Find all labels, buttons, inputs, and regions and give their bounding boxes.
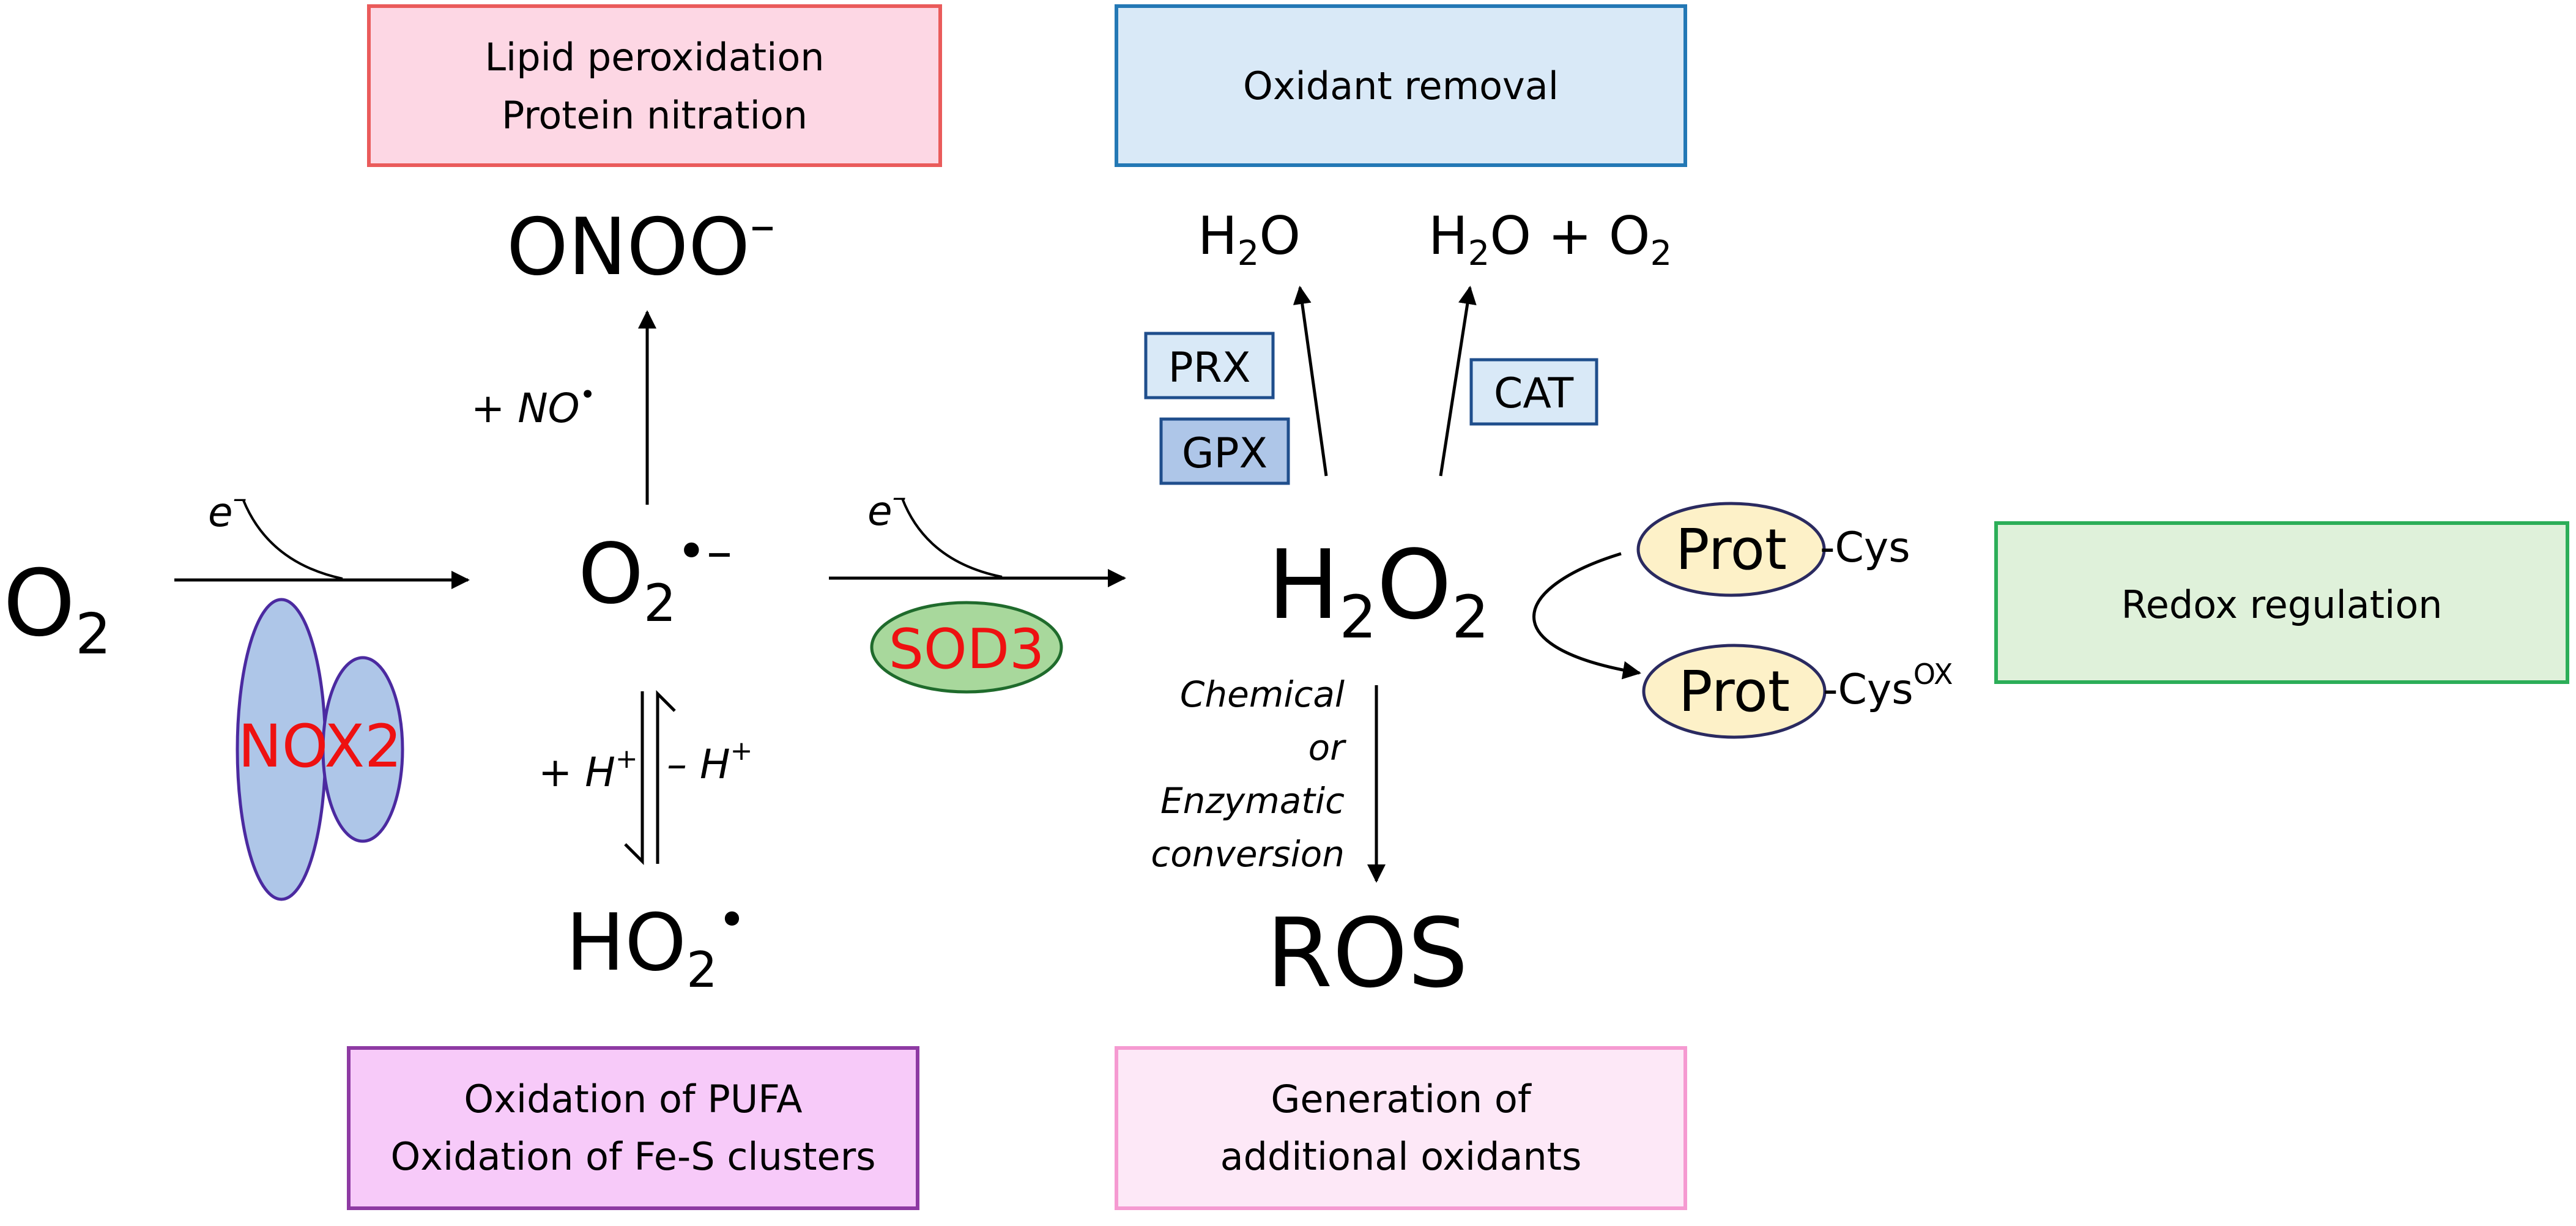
electron-label-1: e– [208, 481, 247, 536]
sod3-ellipse [870, 601, 1063, 694]
cat-box [1469, 358, 1598, 426]
plus-no-label: + NO• [471, 379, 596, 432]
peroxynitrite-label: ONOO– [507, 196, 775, 293]
arrow-h2o2-to-water [1293, 286, 1328, 477]
redox-regulation-rect [1994, 521, 2569, 684]
pufa-oxidation-box: Oxidation of PUFA Oxidation of Fe-S clus… [347, 1046, 919, 1210]
ros-label: ROS [1266, 897, 1468, 1009]
superoxide-label: O2•– [578, 521, 732, 633]
cys-ox-label: -CysOX [1823, 658, 1953, 714]
cat-enzyme: CAT [1469, 358, 1598, 426]
pufa-box-line1: Oxidation of PUFA [464, 1077, 802, 1121]
lipid-peroxidation-box: Lipid peroxidation Protein nitration [367, 4, 942, 167]
gpx-label: GPX [1182, 429, 1268, 478]
oxygen-label: O2 [3, 551, 111, 667]
prx-enzyme: PRX [1144, 332, 1275, 399]
oxidant-removal-text: Oxidant removal [1243, 64, 1559, 108]
oxidant-removal-rect [1115, 4, 1687, 167]
cys-label-1: -Cys [1820, 524, 1910, 572]
prot-label-1: Prot [1676, 517, 1787, 582]
nox2-enzyme: NOX2 [236, 598, 404, 901]
water-oxygen-label: H2O + O2 [1428, 206, 1672, 273]
redox-regulation-box: Redox regulation [1994, 521, 2569, 684]
equilibrium-arrow-down [624, 691, 644, 866]
protein-oxidized: Prot -CysOX [1642, 644, 1953, 739]
gpx-box [1159, 417, 1290, 485]
pufa-box-line2: Oxidation of Fe-S clusters [390, 1134, 875, 1179]
lipid-box-rect [367, 4, 942, 167]
additional-box-rect [1115, 1046, 1687, 1210]
conversion-line3: Enzymatic [1160, 780, 1345, 822]
lipid-box-line2: Protein nitration [502, 93, 807, 138]
prot-ellipse-1 [1636, 502, 1826, 597]
oxidant-removal-box: Oxidant removal [1115, 4, 1687, 167]
electron-curve-1 [242, 500, 343, 580]
additional-oxidants-box: Generation of additional oxidants [1115, 1046, 1687, 1210]
pufa-box-rect [347, 1046, 919, 1210]
sod3-enzyme: SOD3 [870, 601, 1063, 694]
prot-ellipse-2 [1642, 644, 1827, 739]
conversion-line1: Chemical [1180, 674, 1345, 715]
lipid-box-line1: Lipid peroxidation [484, 35, 824, 80]
electron-curve-2 [901, 498, 1003, 578]
arrow-prot-cys-to-cysox [1532, 552, 1641, 680]
arrow-h2o2-to-water-oxygen [1439, 286, 1477, 477]
electron-label-2: e– [867, 480, 907, 535]
conversion-line2: or [1308, 727, 1346, 768]
gpx-enzyme: GPX [1159, 417, 1290, 485]
conversion-line4: conversion [1151, 833, 1345, 875]
plus-h-label: + H+ [538, 743, 638, 796]
cat-label: CAT [1494, 370, 1574, 418]
prx-box [1144, 332, 1275, 399]
sod3-label: SOD3 [889, 617, 1045, 682]
prx-label: PRX [1168, 344, 1251, 392]
additional-box-line2: additional oxidants [1220, 1134, 1582, 1179]
nox2-label: NOX2 [238, 712, 402, 781]
hydrogen-peroxide-label: H2O2 [1268, 529, 1489, 652]
hydroperoxyl-label: HO2• [566, 891, 746, 998]
additional-box-line1: Generation of [1271, 1077, 1532, 1121]
protein-reduced: Prot -Cys [1636, 502, 1910, 597]
prot-label-2: Prot [1679, 659, 1790, 724]
equilibrium-arrow-up [656, 689, 676, 864]
redox-regulation-text: Redox regulation [2121, 582, 2442, 627]
minus-h-label: – H+ [667, 735, 752, 788]
nox2-small-ellipse [321, 656, 404, 843]
water-label: H2O [1198, 206, 1301, 273]
